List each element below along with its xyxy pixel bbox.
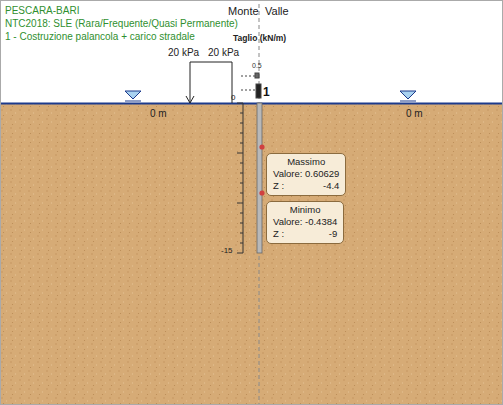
label-text: 1 - Costruzione palancola + carico strad… xyxy=(5,31,195,43)
label-text: 0 xyxy=(231,93,235,102)
callout-box: MinimoValore: -0.4384Z : -9 xyxy=(266,201,344,244)
callout-title: Minimo xyxy=(273,204,337,216)
label-text: 0 m xyxy=(150,108,167,120)
label-text: Valle xyxy=(265,5,289,18)
water-line xyxy=(0,103,503,105)
label-text: Taglio (kN/m) xyxy=(233,34,286,44)
min-point xyxy=(259,190,264,195)
sheet-pile xyxy=(257,103,262,253)
callout-value: Valore: 0.60629 xyxy=(273,168,339,180)
label-text: 1 xyxy=(263,86,270,100)
callout-depth: Z : xyxy=(273,228,284,240)
max-point xyxy=(259,144,264,149)
surcharge-load xyxy=(186,62,232,103)
label-text: Monte xyxy=(228,5,259,18)
label-text: NTC2018: SLE (Rara/Frequente/Quasi Perma… xyxy=(5,18,238,30)
water-table-symbol xyxy=(125,91,416,101)
label-text: -15 xyxy=(221,246,233,255)
callout-title: Massimo xyxy=(273,156,339,168)
shear-scale xyxy=(241,73,261,98)
label-text: 20 kPa xyxy=(208,47,239,59)
callout-depth: -4.4 xyxy=(323,180,339,192)
soil-ground xyxy=(0,104,503,405)
callout-box: MassimoValore: 0.60629Z : -4.4 xyxy=(266,153,346,196)
label-text: 20 kPa xyxy=(168,47,199,59)
label-text: 0.5 xyxy=(252,62,262,70)
label-text: 0 m xyxy=(406,108,423,120)
callout-depth: Z : xyxy=(273,180,284,192)
callout-value: Valore: -0.4384 xyxy=(273,216,337,228)
callout-depth: -9 xyxy=(329,228,337,240)
depth-ruler xyxy=(237,103,243,253)
label-text: PESCARA-BARI xyxy=(5,5,79,17)
